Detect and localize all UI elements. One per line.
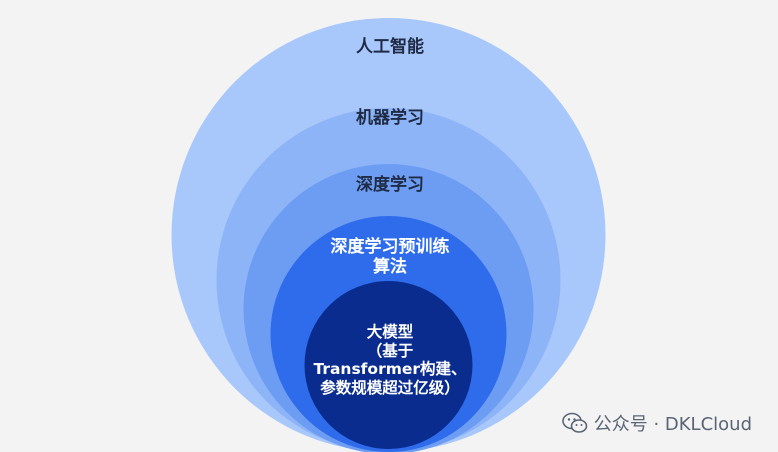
label-big-model-line-2: （基于 [366,341,414,360]
label-big-model-line-4: 参数规模超过亿级） [320,378,460,397]
label-big-model-line-3: Transformer构建、 [313,360,467,379]
label-pretraining-line-2: 算法 [373,256,407,277]
label-big-model: 大模型 （基于 Transformer构建、 参数规模超过亿级） [300,323,480,397]
label-pretraining: 深度学习预训练 算法 [300,237,480,277]
wechat-icon [561,412,588,433]
watermark: 公众号 · DKLCloud [561,410,752,436]
label-machine-learning: 机器学习 [356,108,424,128]
watermark-text: 公众号 · DKLCloud [593,414,752,435]
label-pretraining-line-1: 深度学习预训练 [330,237,450,257]
layer-bigmodel-circle [304,281,473,449]
label-big-model-line-1: 大模型 [366,323,414,341]
label-deep-learning: 深度学习 [356,175,424,195]
label-ai: 人工智能 [356,37,424,57]
